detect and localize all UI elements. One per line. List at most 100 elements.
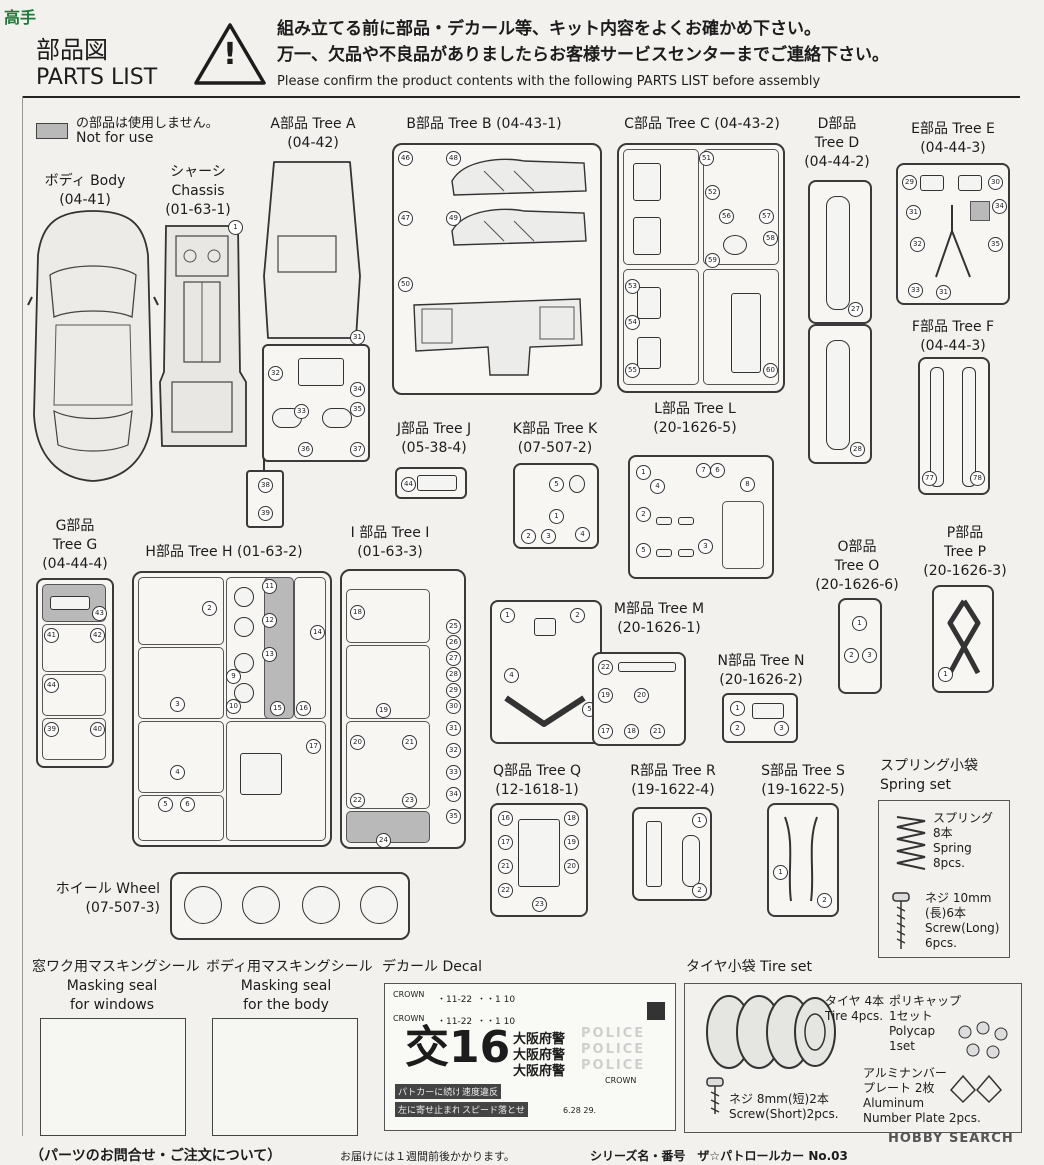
- tree-i-label: I 部品 Tree I(01-63-3): [350, 525, 430, 560]
- legend-ja: の部品は使用しません。: [76, 116, 219, 131]
- part-steering-wheel: [723, 235, 747, 255]
- tree-d-lower-sprue: 28: [808, 324, 872, 464]
- tree-k-label: K部品 Tree K(07-507-2): [512, 421, 598, 456]
- part-wheel: [360, 886, 398, 924]
- decal-box-3: 左に寄せ止まれ: [395, 1102, 465, 1117]
- tree-p-sprue: 1: [932, 585, 994, 693]
- decal-box-4: スピード落とせ: [459, 1102, 529, 1117]
- decal-box-2: 速度違反: [459, 1084, 502, 1099]
- tree-l-label: L部品 Tree L(20-1626-5): [653, 401, 737, 436]
- header-divider: [22, 96, 1020, 98]
- wheel-label: ホイール Wheel(07-507-3): [55, 881, 160, 916]
- part-seat: [633, 163, 661, 201]
- decal-plate-2: ・・1 10: [477, 995, 516, 1005]
- car-body-illustration: [27, 210, 159, 482]
- part-number: 31: [350, 330, 365, 345]
- part-window: [298, 358, 344, 386]
- part-seat: [637, 287, 661, 319]
- part-brake-disc: [234, 683, 254, 703]
- decal-sheet: CROWN CROWN ・11-22 ・・1 10 ・11-22 ・・1 10 …: [384, 983, 676, 1131]
- tree-b-interior-part: [413, 298, 583, 376]
- part-brake-disc: [234, 617, 254, 637]
- part-seat: [637, 337, 661, 369]
- tree-c-cell: [703, 269, 779, 385]
- tree-a-connector: [263, 458, 265, 470]
- tree-a-sprue: 32 34 33 35 36 37: [262, 344, 370, 462]
- title-en: PARTS LIST: [36, 65, 158, 90]
- part-light-bar: [504, 695, 586, 727]
- part-small: [958, 175, 982, 191]
- spring-icon: [896, 816, 926, 870]
- part-antenna: [784, 816, 818, 902]
- parts-list-title: 部品図 PARTS LIST: [36, 36, 157, 92]
- warning-exclamation: !: [223, 37, 237, 72]
- decal-crown-2: CROWN: [393, 1014, 425, 1023]
- tree-c-cell: [623, 269, 699, 385]
- footer-right: シリーズ名・番号 ザ☆パトロールカー No.03: [590, 1149, 848, 1163]
- tree-s-sprue: 1 2: [767, 803, 839, 917]
- tree-i-sprue: 18 19 20 21 22 23 24 25 26 27 28 29 30 3…: [340, 569, 466, 849]
- tree-j-label: J部品 Tree J(05-38-4): [396, 421, 472, 456]
- tree-l-sprue: 1 4 7 6 8 2 5 3: [628, 455, 774, 579]
- decal-plate-4: ・・1 10: [477, 1017, 516, 1027]
- footer-left: （パーツのお問合せ・ご注文について）: [30, 1148, 282, 1164]
- decal-crown-1: CROWN: [393, 990, 425, 999]
- part-grille: [417, 475, 457, 491]
- tree-j-sprue: 44: [395, 467, 467, 499]
- title-ja: 部品図: [36, 36, 108, 64]
- part-side-molding: [930, 367, 944, 487]
- part-wheel: [302, 886, 340, 924]
- part-grille: [50, 596, 90, 610]
- tree-h-label: H部品 Tree H (01-63-2): [145, 544, 303, 560]
- decal-crown-3: CROWN: [605, 1076, 637, 1085]
- tree-s-label: S部品 Tree S(19-1622-5): [761, 763, 845, 798]
- decal-big-number: 交16: [405, 1022, 511, 1073]
- warning-triangle-icon: [194, 23, 266, 85]
- polycap-icon: [958, 1021, 1008, 1059]
- tree-c-cell: [703, 149, 779, 265]
- tree-b-sprue: 46 47 48 49 50: [392, 143, 602, 395]
- decal-prefecture-3: 大阪府警: [513, 1064, 566, 1079]
- decal-box-1: パトカーに続け: [395, 1084, 465, 1099]
- not-for-use-part: [970, 201, 990, 221]
- number-plate-icon: [949, 1074, 1003, 1104]
- tree-b-grille-parts: [451, 158, 587, 246]
- part-lamp: [322, 408, 352, 428]
- mask-body-sheet: [212, 1018, 358, 1136]
- footer-mid: お届けには１週間前後かかります。: [340, 1150, 515, 1163]
- decal-prefecture-2: 大阪府警: [513, 1048, 566, 1063]
- tree-r-label: R部品 Tree R(19-1622-4): [630, 763, 716, 798]
- tire-set-label: タイヤ小袋 Tire set: [686, 959, 812, 975]
- decal-plate-3: ・11-22: [437, 1017, 473, 1027]
- part-wiper: [935, 205, 971, 278]
- tree-q-label: Q部品 Tree Q(12-1618-1): [492, 763, 582, 798]
- part-wheel: [184, 886, 222, 924]
- part-side-molding: [962, 367, 976, 487]
- part-seat: [633, 217, 661, 255]
- tree-m-side-sprue: 22 19 20 17 18 21: [592, 652, 686, 746]
- screw-icon: [892, 892, 910, 949]
- tire-icon: [706, 995, 836, 1069]
- tree-g-sprue: 43 41 42 44 39 40: [36, 578, 114, 768]
- legend-en: Not for use: [76, 130, 154, 146]
- part-brake-disc: [234, 587, 254, 607]
- tree-k-sprue: 5 1 2 3 4: [513, 463, 599, 549]
- tree-d-sprue: 27: [808, 180, 872, 324]
- part-dashboard: [731, 293, 761, 373]
- not-for-use-swatch: [36, 123, 68, 139]
- wheel-sprue: [170, 872, 410, 940]
- watermark-top-left: 高手: [4, 8, 37, 27]
- tree-n-label: N部品 Tree N(20-1626-2): [717, 653, 805, 688]
